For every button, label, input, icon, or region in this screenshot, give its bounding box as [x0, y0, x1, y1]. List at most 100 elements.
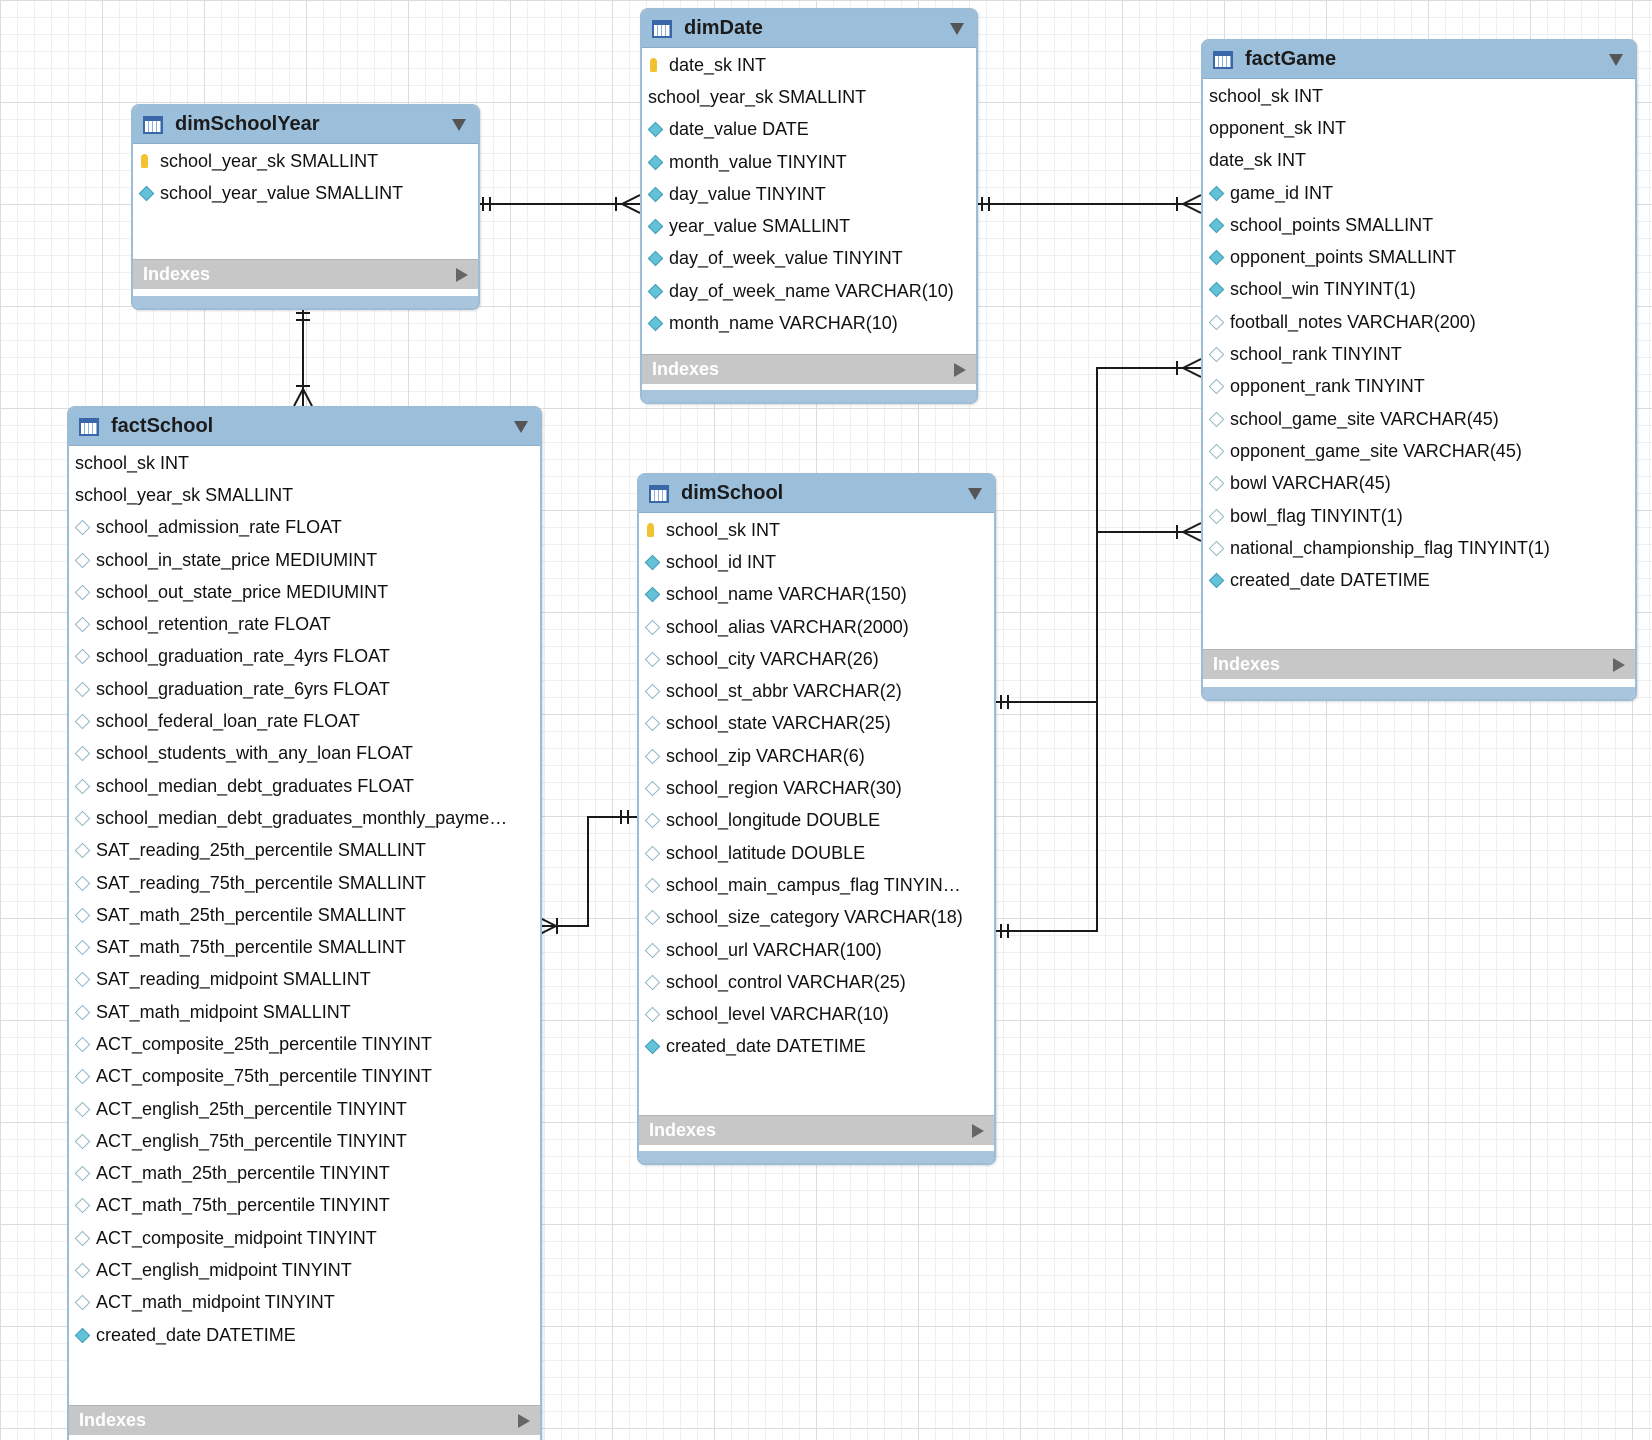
indexes-section[interactable]: Indexes	[1203, 649, 1635, 679]
collapse-triangle-icon[interactable]	[514, 420, 528, 433]
column-row[interactable]: school_graduation_rate_4yrs FLOAT	[69, 641, 540, 673]
column-row[interactable]: opponent_sk INT	[1203, 112, 1635, 144]
column-row[interactable]: date_sk INT	[1203, 145, 1635, 177]
column-row[interactable]: school_median_debt_graduates_monthly_pay…	[69, 802, 540, 834]
column-row[interactable]: school_sk INT	[69, 447, 540, 479]
column-row[interactable]: SAT_reading_75th_percentile SMALLINT	[69, 867, 540, 899]
column-row[interactable]: school_url VARCHAR(100)	[639, 934, 994, 966]
column-row[interactable]: school_alias VARCHAR(2000)	[639, 611, 994, 643]
column-row[interactable]: school_level VARCHAR(10)	[639, 998, 994, 1030]
column-row[interactable]: SAT_math_midpoint SMALLINT	[69, 996, 540, 1028]
column-row[interactable]: month_value TINYINT	[642, 146, 976, 178]
column-row[interactable]: school_rank TINYINT	[1203, 338, 1635, 370]
column-row[interactable]: school_control VARCHAR(25)	[639, 966, 994, 998]
column-row[interactable]: school_graduation_rate_6yrs FLOAT	[69, 673, 540, 705]
column-row[interactable]: SAT_math_25th_percentile SMALLINT	[69, 899, 540, 931]
column-row[interactable]: created_date DATETIME	[639, 1031, 994, 1063]
entity-header[interactable]: dimSchoolYear	[133, 106, 478, 144]
collapse-triangle-icon[interactable]	[452, 118, 466, 131]
collapse-triangle-icon[interactable]	[950, 22, 964, 35]
entity-header[interactable]: factSchool	[69, 408, 540, 446]
column-row[interactable]: ACT_english_25th_percentile TINYINT	[69, 1093, 540, 1125]
column-row[interactable]: school_id INT	[639, 546, 994, 578]
column-row[interactable]: school_median_debt_graduates FLOAT	[69, 770, 540, 802]
column-row[interactable]: school_sk INT	[639, 514, 994, 546]
relationship-dimSchool-factSchool[interactable]	[537, 810, 638, 936]
column-row[interactable]: school_region VARCHAR(30)	[639, 772, 994, 804]
column-row[interactable]: school_federal_loan_rate FLOAT	[69, 705, 540, 737]
entity-header[interactable]: dimDate	[642, 10, 976, 48]
column-row[interactable]: school_admission_rate FLOAT	[69, 512, 540, 544]
column-row[interactable]: football_notes VARCHAR(200)	[1203, 306, 1635, 338]
column-row[interactable]: ACT_composite_25th_percentile TINYINT	[69, 1028, 540, 1060]
column-row[interactable]: school_year_sk SMALLINT	[642, 81, 976, 113]
column-row[interactable]: school_retention_rate FLOAT	[69, 608, 540, 640]
column-row[interactable]: SAT_reading_midpoint SMALLINT	[69, 964, 540, 996]
column-row[interactable]: school_out_state_price MEDIUMINT	[69, 576, 540, 608]
column-row[interactable]: school_year_sk SMALLINT	[133, 145, 478, 177]
column-row[interactable]: created_date DATETIME	[69, 1319, 540, 1351]
column-row[interactable]: school_points SMALLINT	[1203, 209, 1635, 241]
column-row[interactable]: date_sk INT	[642, 49, 976, 81]
column-row[interactable]: bowl VARCHAR(45)	[1203, 468, 1635, 500]
column-row[interactable]: ACT_composite_midpoint TINYINT	[69, 1222, 540, 1254]
expand-triangle-icon[interactable]	[1613, 657, 1625, 672]
column-row[interactable]: created_date DATETIME	[1203, 564, 1635, 596]
column-row[interactable]: ACT_math_25th_percentile TINYINT	[69, 1158, 540, 1190]
entity-header[interactable]: factGame	[1203, 41, 1635, 79]
column-row[interactable]: school_size_category VARCHAR(18)	[639, 902, 994, 934]
column-row[interactable]: school_game_site VARCHAR(45)	[1203, 403, 1635, 435]
column-row[interactable]: school_year_value SMALLINT	[133, 177, 478, 209]
column-row[interactable]: opponent_game_site VARCHAR(45)	[1203, 435, 1635, 467]
column-row[interactable]: date_value DATE	[642, 114, 976, 146]
indexes-section[interactable]: Indexes	[133, 259, 478, 289]
entity-header[interactable]: dimSchool	[639, 475, 994, 513]
relationship-dimSchool-factGame-opponent[interactable]	[992, 522, 1202, 938]
column-row[interactable]: ACT_english_midpoint TINYINT	[69, 1254, 540, 1286]
column-row[interactable]: school_in_state_price MEDIUMINT	[69, 544, 540, 576]
column-row[interactable]: day_value TINYINT	[642, 178, 976, 210]
indexes-section[interactable]: Indexes	[639, 1115, 994, 1145]
column-row[interactable]: school_zip VARCHAR(6)	[639, 740, 994, 772]
column-row[interactable]: game_id INT	[1203, 177, 1635, 209]
collapse-triangle-icon[interactable]	[968, 487, 982, 500]
column-row[interactable]: ACT_composite_75th_percentile TINYINT	[69, 1061, 540, 1093]
column-row[interactable]: month_name VARCHAR(10)	[642, 307, 976, 339]
indexes-section[interactable]: Indexes	[642, 354, 976, 384]
column-row[interactable]: ACT_math_75th_percentile TINYINT	[69, 1190, 540, 1222]
column-row[interactable]: national_championship_flag TINYINT(1)	[1203, 532, 1635, 564]
column-row[interactable]: school_win TINYINT(1)	[1203, 274, 1635, 306]
indexes-section[interactable]: Indexes	[69, 1405, 540, 1435]
column-row[interactable]: bowl_flag TINYINT(1)	[1203, 500, 1635, 532]
column-row[interactable]: opponent_points SMALLINT	[1203, 241, 1635, 273]
column-row[interactable]: school_sk INT	[1203, 80, 1635, 112]
column-row[interactable]: school_longitude DOUBLE	[639, 805, 994, 837]
column-row[interactable]: school_students_with_any_loan FLOAT	[69, 738, 540, 770]
column-row[interactable]: ACT_math_midpoint TINYINT	[69, 1287, 540, 1319]
expand-triangle-icon[interactable]	[954, 362, 966, 377]
column-row[interactable]: school_year_sk SMALLINT	[69, 479, 540, 511]
expand-triangle-icon[interactable]	[456, 267, 468, 282]
relationship-dimSchoolYear-factSchool[interactable]	[293, 306, 313, 407]
column-row[interactable]: ACT_english_75th_percentile TINYINT	[69, 1125, 540, 1157]
relationship-dimSchoolYear-dimDate[interactable]	[476, 194, 641, 214]
column-row[interactable]: year_value SMALLINT	[642, 210, 976, 242]
column-row[interactable]: school_main_campus_flag TINYIN…	[639, 869, 994, 901]
expand-triangle-icon[interactable]	[518, 1413, 530, 1428]
expand-triangle-icon[interactable]	[972, 1123, 984, 1138]
column-row[interactable]: school_st_abbr VARCHAR(2)	[639, 675, 994, 707]
column-row[interactable]: opponent_rank TINYINT	[1203, 371, 1635, 403]
column-row[interactable]: school_name VARCHAR(150)	[639, 579, 994, 611]
column-row[interactable]: school_city VARCHAR(26)	[639, 643, 994, 675]
column-row[interactable]: SAT_reading_25th_percentile SMALLINT	[69, 835, 540, 867]
column-row[interactable]: SAT_math_75th_percentile SMALLINT	[69, 931, 540, 963]
column-row[interactable]: school_latitude DOUBLE	[639, 837, 994, 869]
column-row[interactable]: day_of_week_name VARCHAR(10)	[642, 275, 976, 307]
collapse-triangle-icon[interactable]	[1609, 53, 1623, 66]
column-row[interactable]: school_state VARCHAR(25)	[639, 708, 994, 740]
